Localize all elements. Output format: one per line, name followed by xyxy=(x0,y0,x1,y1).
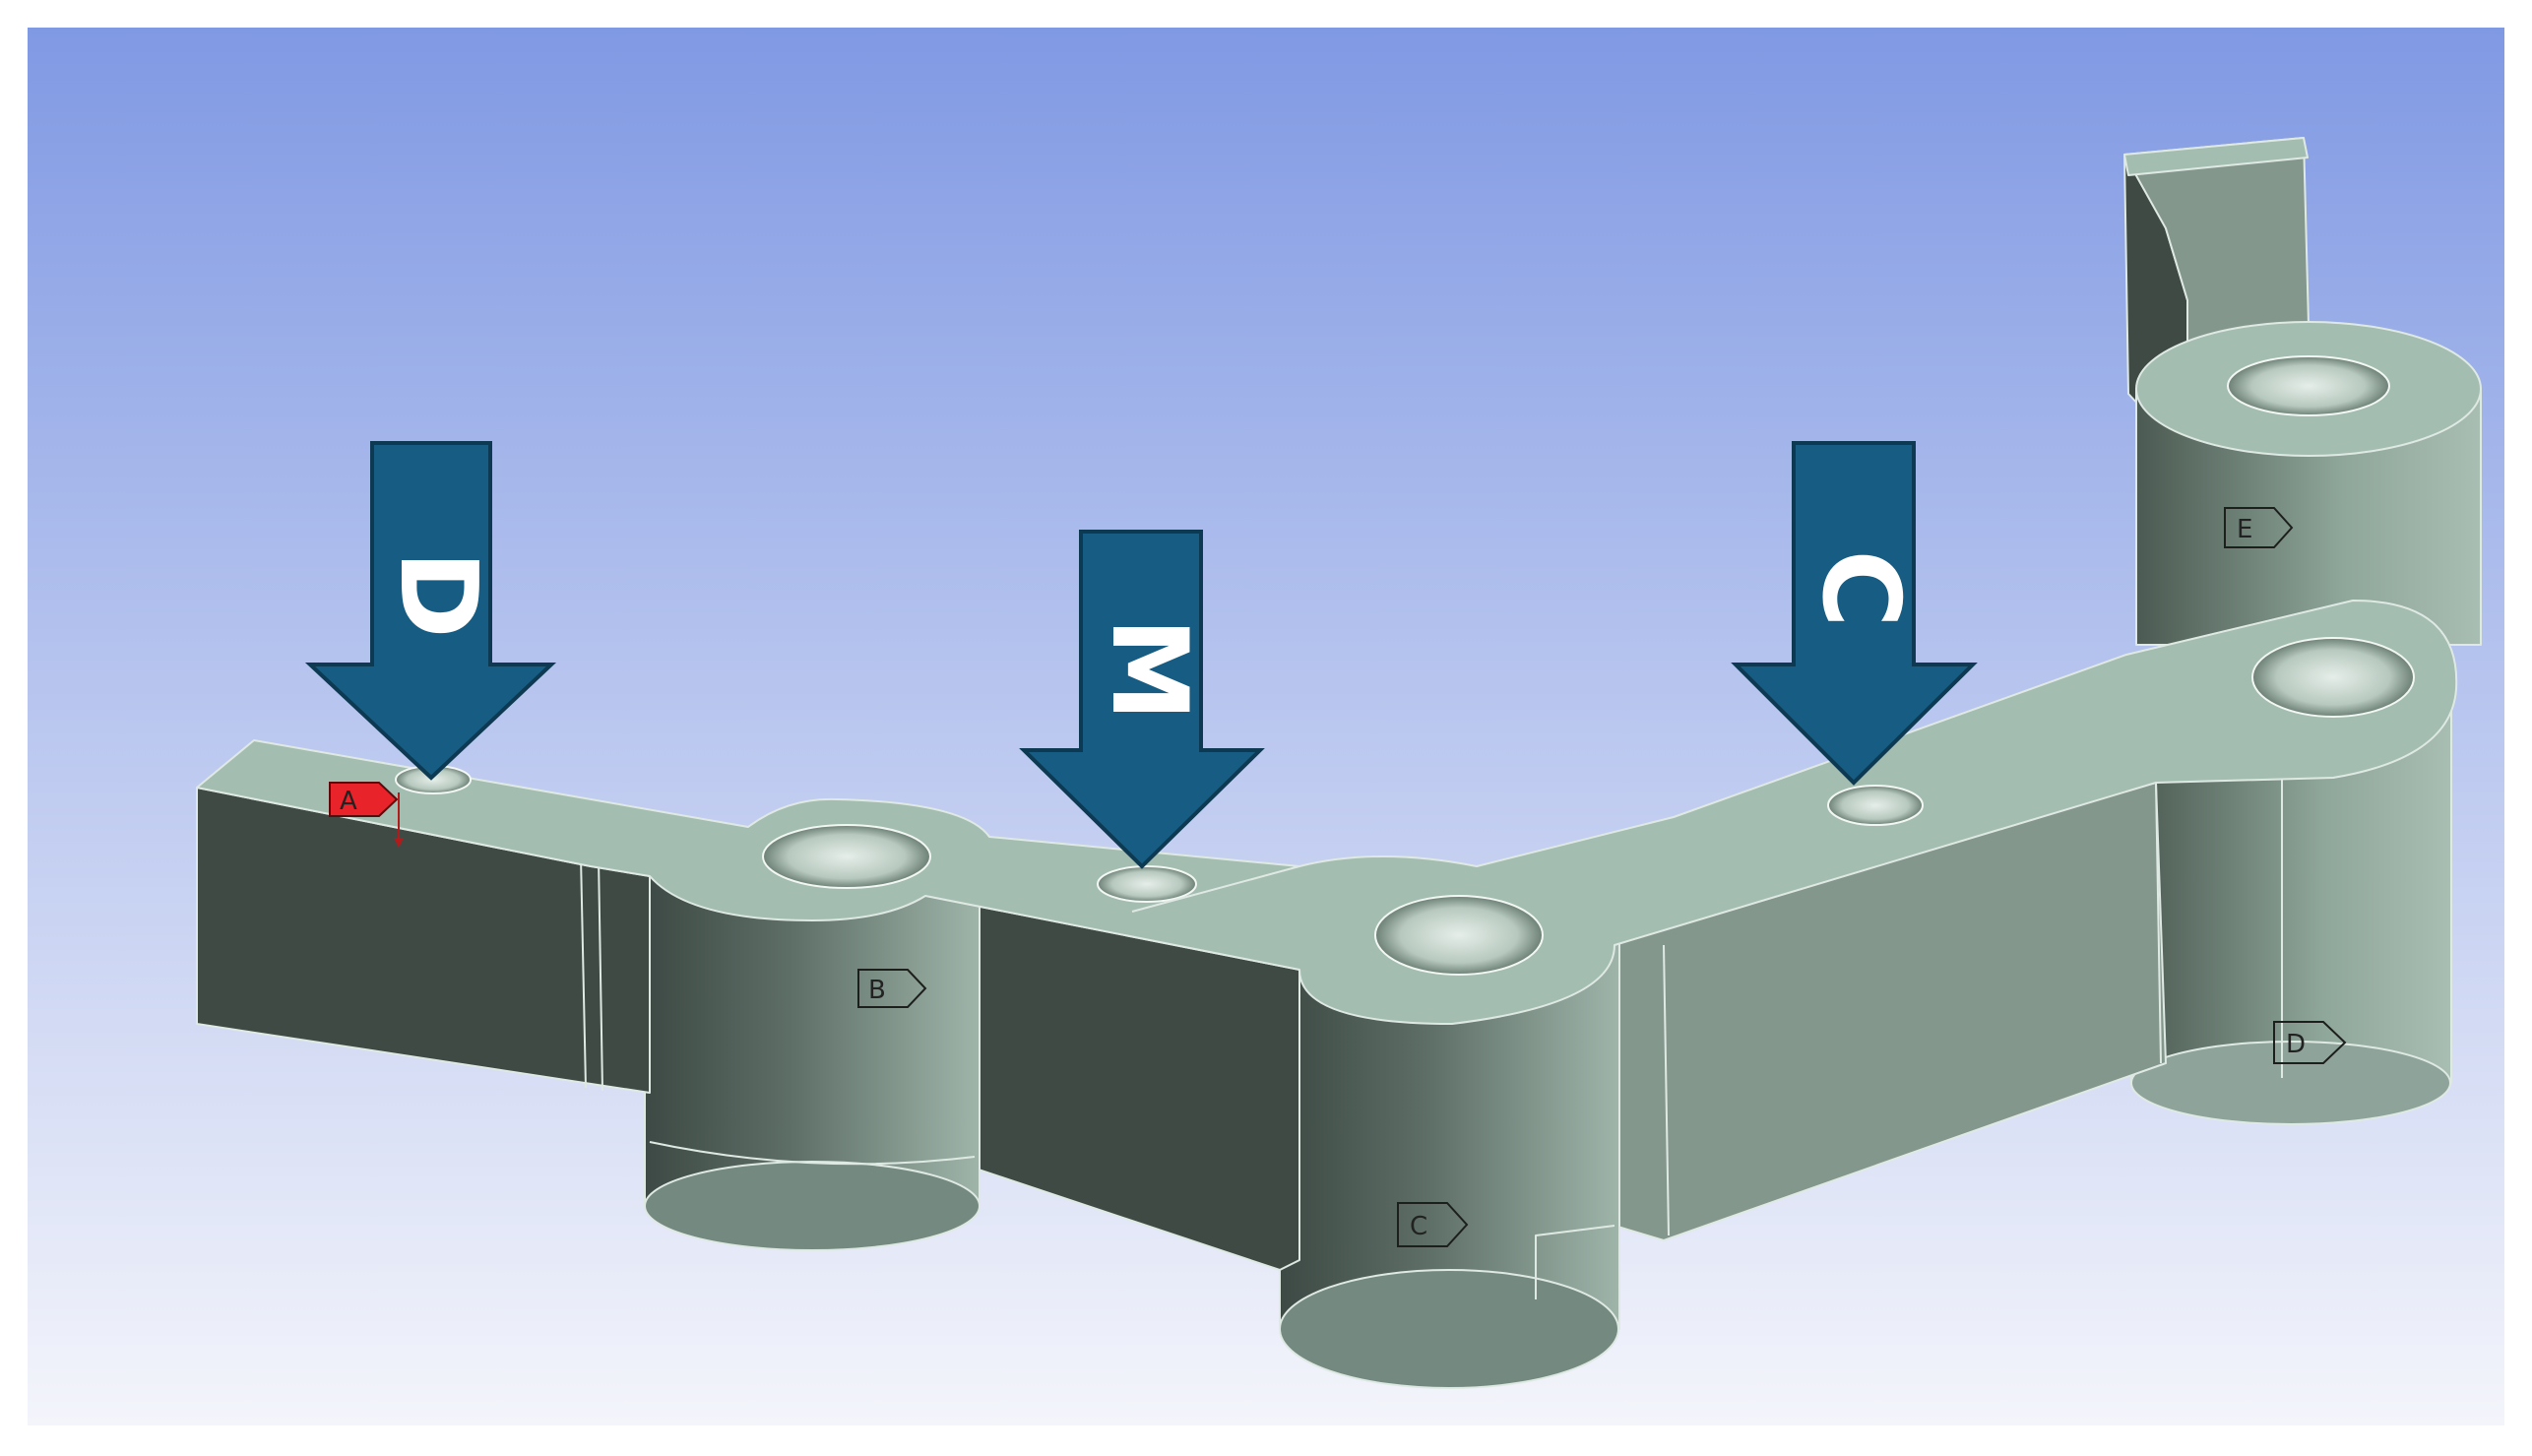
boss-b-bottom xyxy=(644,1161,981,1251)
load-arrows: D M C xyxy=(304,441,1978,869)
tag-b-label: B xyxy=(868,976,886,1005)
hole-d-right xyxy=(2251,637,2415,718)
hole-b xyxy=(762,824,931,889)
tag-d-label: D xyxy=(2286,1030,2306,1059)
tag-c[interactable]: C xyxy=(1397,1202,1469,1247)
load-arrow-c-label: C xyxy=(1799,549,1922,627)
tag-b[interactable]: B xyxy=(857,969,927,1008)
load-arrow-d-label: D xyxy=(376,550,499,639)
boss-e-hole xyxy=(2227,355,2390,416)
load-arrow-c[interactable]: C xyxy=(1731,441,1978,786)
tag-a[interactable]: A xyxy=(329,782,404,848)
tag-e-label: E xyxy=(2237,515,2252,544)
tag-d[interactable]: D xyxy=(2273,1021,2347,1064)
boss-b-step xyxy=(649,1141,976,1166)
load-arrow-d[interactable]: D xyxy=(304,441,557,781)
boss-c-step xyxy=(1535,1225,1615,1299)
upright-top-face xyxy=(2123,137,2309,176)
tag-e[interactable]: E xyxy=(2224,507,2294,548)
boss-d-bottom xyxy=(2130,1041,2451,1125)
hole-load-c xyxy=(1827,785,1924,826)
load-arrow-m[interactable]: M xyxy=(1019,530,1265,869)
boss-c-bottom xyxy=(1279,1269,1619,1389)
bracket-top-face xyxy=(196,600,2458,1025)
support-tags: A B C D E xyxy=(329,507,2347,1247)
load-arrow-m-label: M xyxy=(1089,617,1210,721)
tag-c-label: C xyxy=(1410,1212,1427,1241)
bracket-part[interactable] xyxy=(196,137,2482,1389)
tag-a-label: A xyxy=(340,787,357,816)
hole-c xyxy=(1374,895,1544,976)
hole-load-m xyxy=(1097,865,1197,903)
